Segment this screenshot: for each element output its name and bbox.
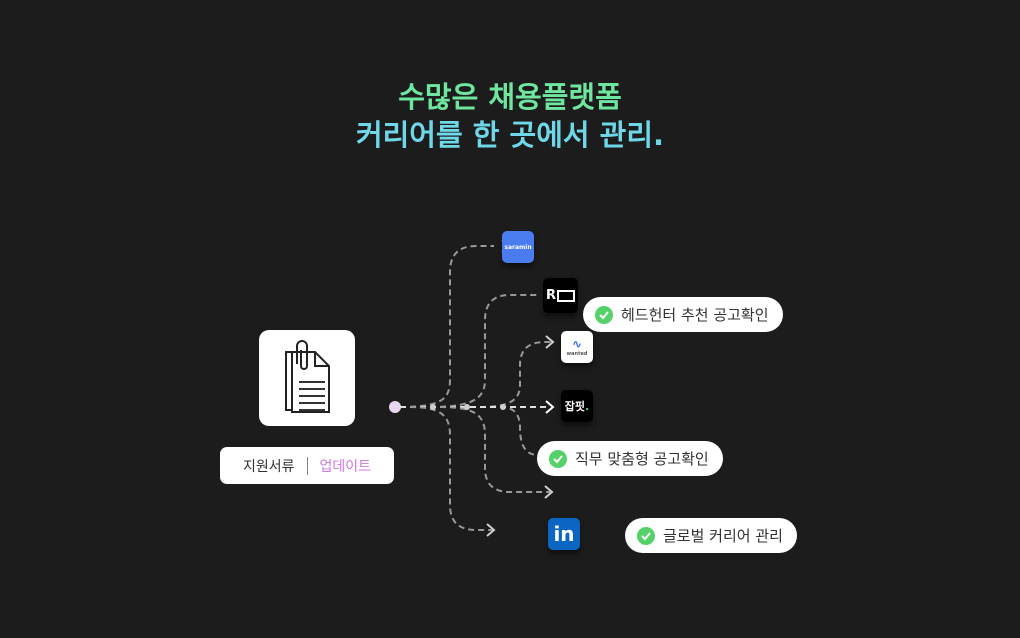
linkedin-logo-text: in: [553, 522, 575, 546]
document-clip-icon: [285, 340, 330, 413]
headline-line-2: 커리어를 한 곳에서 관리.: [355, 118, 665, 152]
arrow-icon: [544, 485, 554, 499]
headline-line-1: 수많은 채용플랫폼: [398, 80, 622, 114]
badge-text: 헤드헌터 추천 공고확인: [621, 306, 769, 324]
divider: [306, 456, 308, 475]
badge-job-match: 직무 맞춤형 공고확인: [537, 441, 723, 476]
branch-job-match: [499, 406, 539, 456]
branch-extra: [439, 406, 550, 493]
branch-saramin: [399, 245, 494, 408]
document-label: 지원서류: [242, 458, 295, 475]
badge-text: 글로벌 커리어 관리: [663, 527, 783, 545]
document-label-pill[interactable]: 지원서류 업데이트: [220, 447, 394, 484]
arrow-icon: [486, 523, 496, 537]
arrow-icon: [545, 335, 555, 349]
badge-text: 직무 맞춤형 공고확인: [575, 450, 709, 468]
update-link[interactable]: 업데이트: [319, 458, 372, 475]
jobfit-logo: 잡핏.: [561, 390, 593, 422]
origin-dot: [389, 401, 401, 413]
branch-wanted: [479, 341, 552, 408]
badge-headhunter: 헤드헌터 추천 공고확인: [583, 297, 783, 332]
arrowheads: [486, 239, 555, 537]
wanted-logo-text: wanted: [566, 351, 588, 357]
saramin-logo-text: saramin: [504, 243, 532, 251]
arrow-icon: [545, 400, 555, 414]
check-icon: [595, 305, 613, 324]
branch-linkedin: [409, 406, 494, 531]
badge-global-career: 글로벌 커리어 관리: [625, 518, 797, 553]
remember-logo-text: R: [545, 288, 556, 303]
saramin-logo: saramin: [502, 231, 534, 263]
wanted-logo: ∿wanted: [561, 331, 593, 363]
remember-logo: R: [543, 278, 578, 313]
document-card[interactable]: [259, 330, 355, 426]
jobfit-logo-text: 잡핏: [564, 400, 586, 413]
linkedin-logo: in: [548, 518, 580, 550]
branch-remember: [429, 294, 540, 408]
check-icon: [637, 526, 655, 545]
check-icon: [549, 449, 567, 468]
